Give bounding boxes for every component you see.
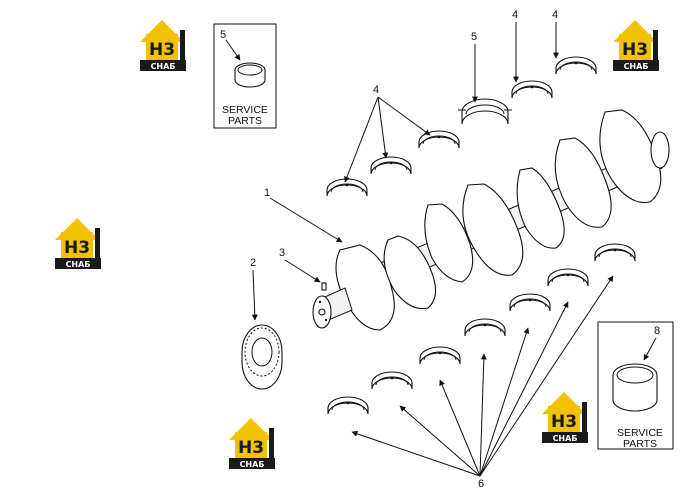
watermark-sub: СНАБ [240, 460, 265, 469]
service-label-line2: PARTS [623, 438, 657, 450]
callout-7: 5 [220, 29, 226, 41]
watermark-letters: H3 [238, 438, 264, 458]
callout-5: 5 [471, 31, 477, 43]
watermark-sub: СНАБ [553, 434, 578, 443]
watermark-letters: H3 [149, 40, 175, 60]
service-parts-box-8: 8 SERVICE PARTS [597, 321, 674, 450]
watermark-sub: СНАБ [66, 260, 91, 269]
callout-4: 4 [373, 84, 379, 96]
callout-4: 4 [512, 9, 518, 21]
watermark-logo: H3 СНАБ [613, 20, 659, 71]
service-label-line1: SERVICE [222, 104, 268, 116]
callout-1: 1 [264, 187, 270, 199]
watermark-logo: H3 СНАБ [140, 20, 186, 71]
dowel-pin [321, 282, 327, 291]
service-parts-box-7: 5 SERVICE PARTS [213, 23, 277, 129]
crankshaft [312, 109, 670, 331]
watermark-letters: H3 [622, 40, 648, 60]
callout-6: 6 [478, 478, 484, 490]
callout-4: 4 [552, 9, 558, 21]
watermark-logo: H3 СНАБ [55, 218, 101, 269]
thrust-bearing-shell [458, 98, 512, 125]
service-label-line1: SERVICE [617, 427, 663, 439]
watermark-logo: H3 СНАБ [542, 392, 588, 443]
service-label-line2: PARTS [228, 115, 262, 127]
watermark-letters: H3 [551, 412, 577, 432]
watermark-logo: H3 СНАБ [229, 418, 275, 469]
watermark-letters: H3 [64, 238, 90, 258]
callout-2: 2 [250, 257, 256, 269]
callout-3: 3 [279, 247, 285, 259]
callout-8: 8 [654, 325, 660, 337]
crankshaft-gear [241, 324, 283, 390]
leader-lines [251, 22, 614, 477]
watermark-sub: СНАБ [624, 62, 649, 71]
watermark-sub: СНАБ [151, 62, 176, 71]
